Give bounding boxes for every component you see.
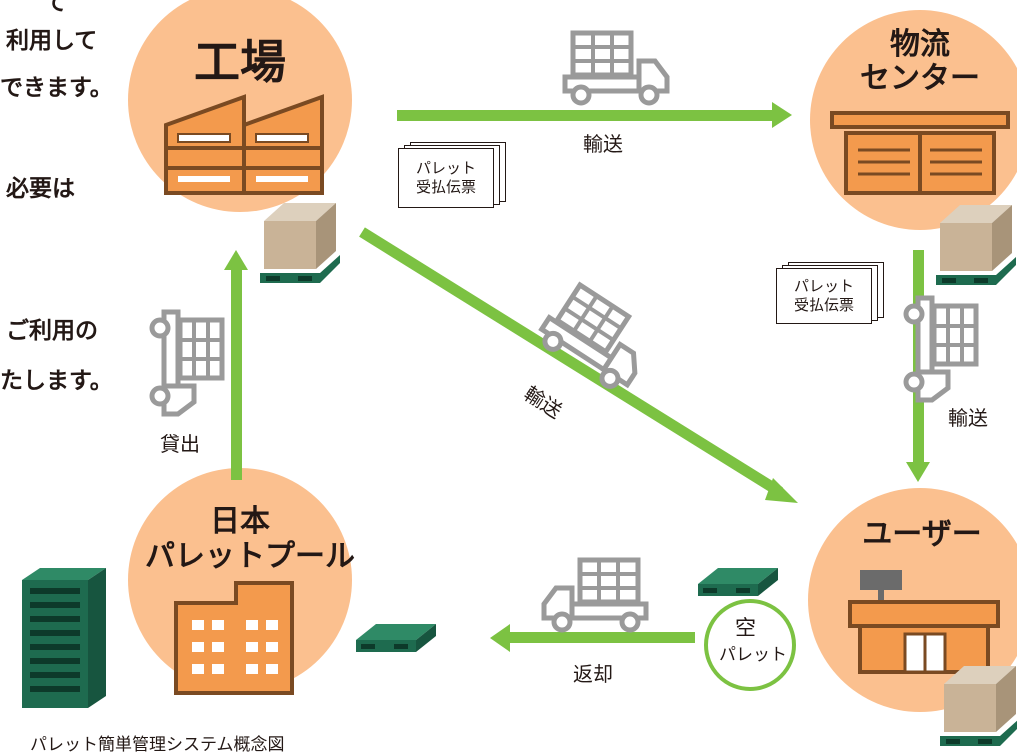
pool-title-line-2: パレットプール [145,539,355,574]
transport-label-top: 輸送 [583,132,623,156]
arrow-factory-to-user [359,227,798,503]
boxed-pallet-distribution-icon [936,205,1016,285]
shop-icon [848,570,1000,674]
warehouse-icon [830,111,1010,195]
intro-text-line-6: たします。 [0,368,113,394]
intro-text-line-1: て [44,0,67,16]
boxed-pallet-factory-icon [260,203,340,283]
lend-label: 貸出 [160,432,200,456]
transport-label-right: 輸送 [948,406,988,430]
pallet-slip-top: パレット 受払伝票 [398,142,506,208]
office-building-icon [174,581,294,695]
intro-text-line-5: ご利用の [6,318,98,344]
return-label: 返却 [573,662,613,686]
factory-title: 工場 [194,35,286,89]
diagram-caption: パレット簡単管理システム概念図 [30,735,285,755]
empty-label-line-2: パレット [719,645,787,665]
pool-title-line-1: 日本 [210,504,270,539]
empty-pallet-user-icon [698,568,778,596]
arrow-pool-to-factory [224,250,248,480]
arrow-user-to-pool [490,624,695,652]
user-title: ユーザー [862,517,982,552]
empty-label-line-1: 空 [735,616,756,640]
empty-pallet-ring [704,599,796,691]
distribution-title-line-2: センター [860,61,980,96]
server-rack-icon [22,568,106,708]
truck-vertical-left-icon [152,312,222,414]
pallet-slip-right: パレット 受払伝票 [776,262,884,324]
pallet-slip-right-line-1: パレット [793,277,854,296]
truck-bottom-icon [544,560,646,630]
pallet-slip-top-line-2: 受払伝票 [415,178,476,196]
truck-vertical-right-icon [906,298,976,400]
distribution-title-line-1: 物流 [890,27,950,62]
factory-building-icon [164,94,324,195]
intro-text-line-3: できます。 [0,75,113,101]
empty-pallet-icon [356,624,436,652]
intro-text-line-2: 利用して [6,28,98,54]
pallet-slip-top-line-1: パレット [415,159,476,178]
truck-top-icon [565,33,667,103]
intro-text-line-4: 必要は [6,176,75,202]
arrow-factory-to-distribution [397,102,792,128]
boxed-pallet-user-icon [940,666,1017,746]
pallet-slip-right-line-2: 受払伝票 [793,296,854,314]
